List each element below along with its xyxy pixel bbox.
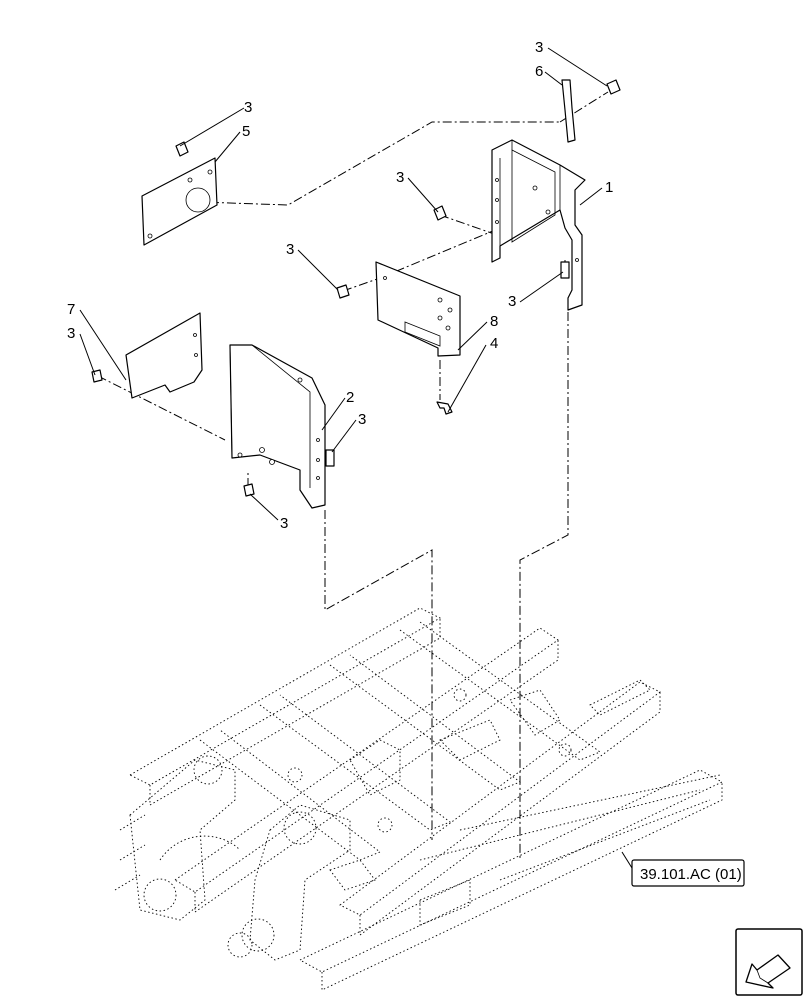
part-8-mounting-plate (375, 261, 461, 357)
callout-3-center-left: 3 (286, 241, 294, 258)
callout-3-left: 3 (67, 325, 75, 342)
callout-7: 7 (67, 301, 75, 318)
part-7-side-plate (125, 312, 203, 399)
reference-tag[interactable]: 39.101.AC (01) (621, 851, 745, 887)
previous-arrow-icon[interactable] (735, 928, 803, 996)
reference-label[interactable]: 39.101.AC (01) (640, 866, 742, 883)
bolt-part-2-right (325, 449, 335, 467)
part-1-support-frame (491, 139, 586, 311)
callout-8: 8 (490, 313, 498, 330)
bolt-part-1-lower (560, 261, 570, 279)
callout-3-bottom: 3 (280, 515, 288, 532)
callout-2: 2 (346, 389, 354, 406)
callout-3-top-right: 3 (535, 39, 543, 56)
part-6-strap (561, 79, 576, 143)
callout-3-lower-right: 3 (358, 411, 366, 428)
callout-3-middle: 3 (396, 169, 404, 186)
callout-labels: 3 6 1 3 5 3 3 3 8 4 7 3 2 3 3 (67, 39, 613, 532)
bolt-part-2-left (243, 483, 255, 497)
callout-3-right: 3 (508, 293, 516, 310)
callout-4: 4 (490, 335, 498, 352)
callout-3-top-left: 3 (244, 99, 252, 116)
chassis-frame (114, 607, 723, 991)
bolt-part-6 (606, 79, 621, 95)
callout-1: 1 (605, 179, 613, 196)
callout-leaders (79, 47, 608, 521)
part-5-cover-plate (141, 157, 218, 246)
bolt-part-8 (336, 284, 350, 299)
bolt-part-1-middle (433, 205, 447, 221)
bolt-part-5 (175, 141, 189, 157)
callout-6: 6 (535, 63, 543, 80)
part-2-guard-frame (229, 344, 326, 509)
callout-5: 5 (242, 123, 250, 140)
